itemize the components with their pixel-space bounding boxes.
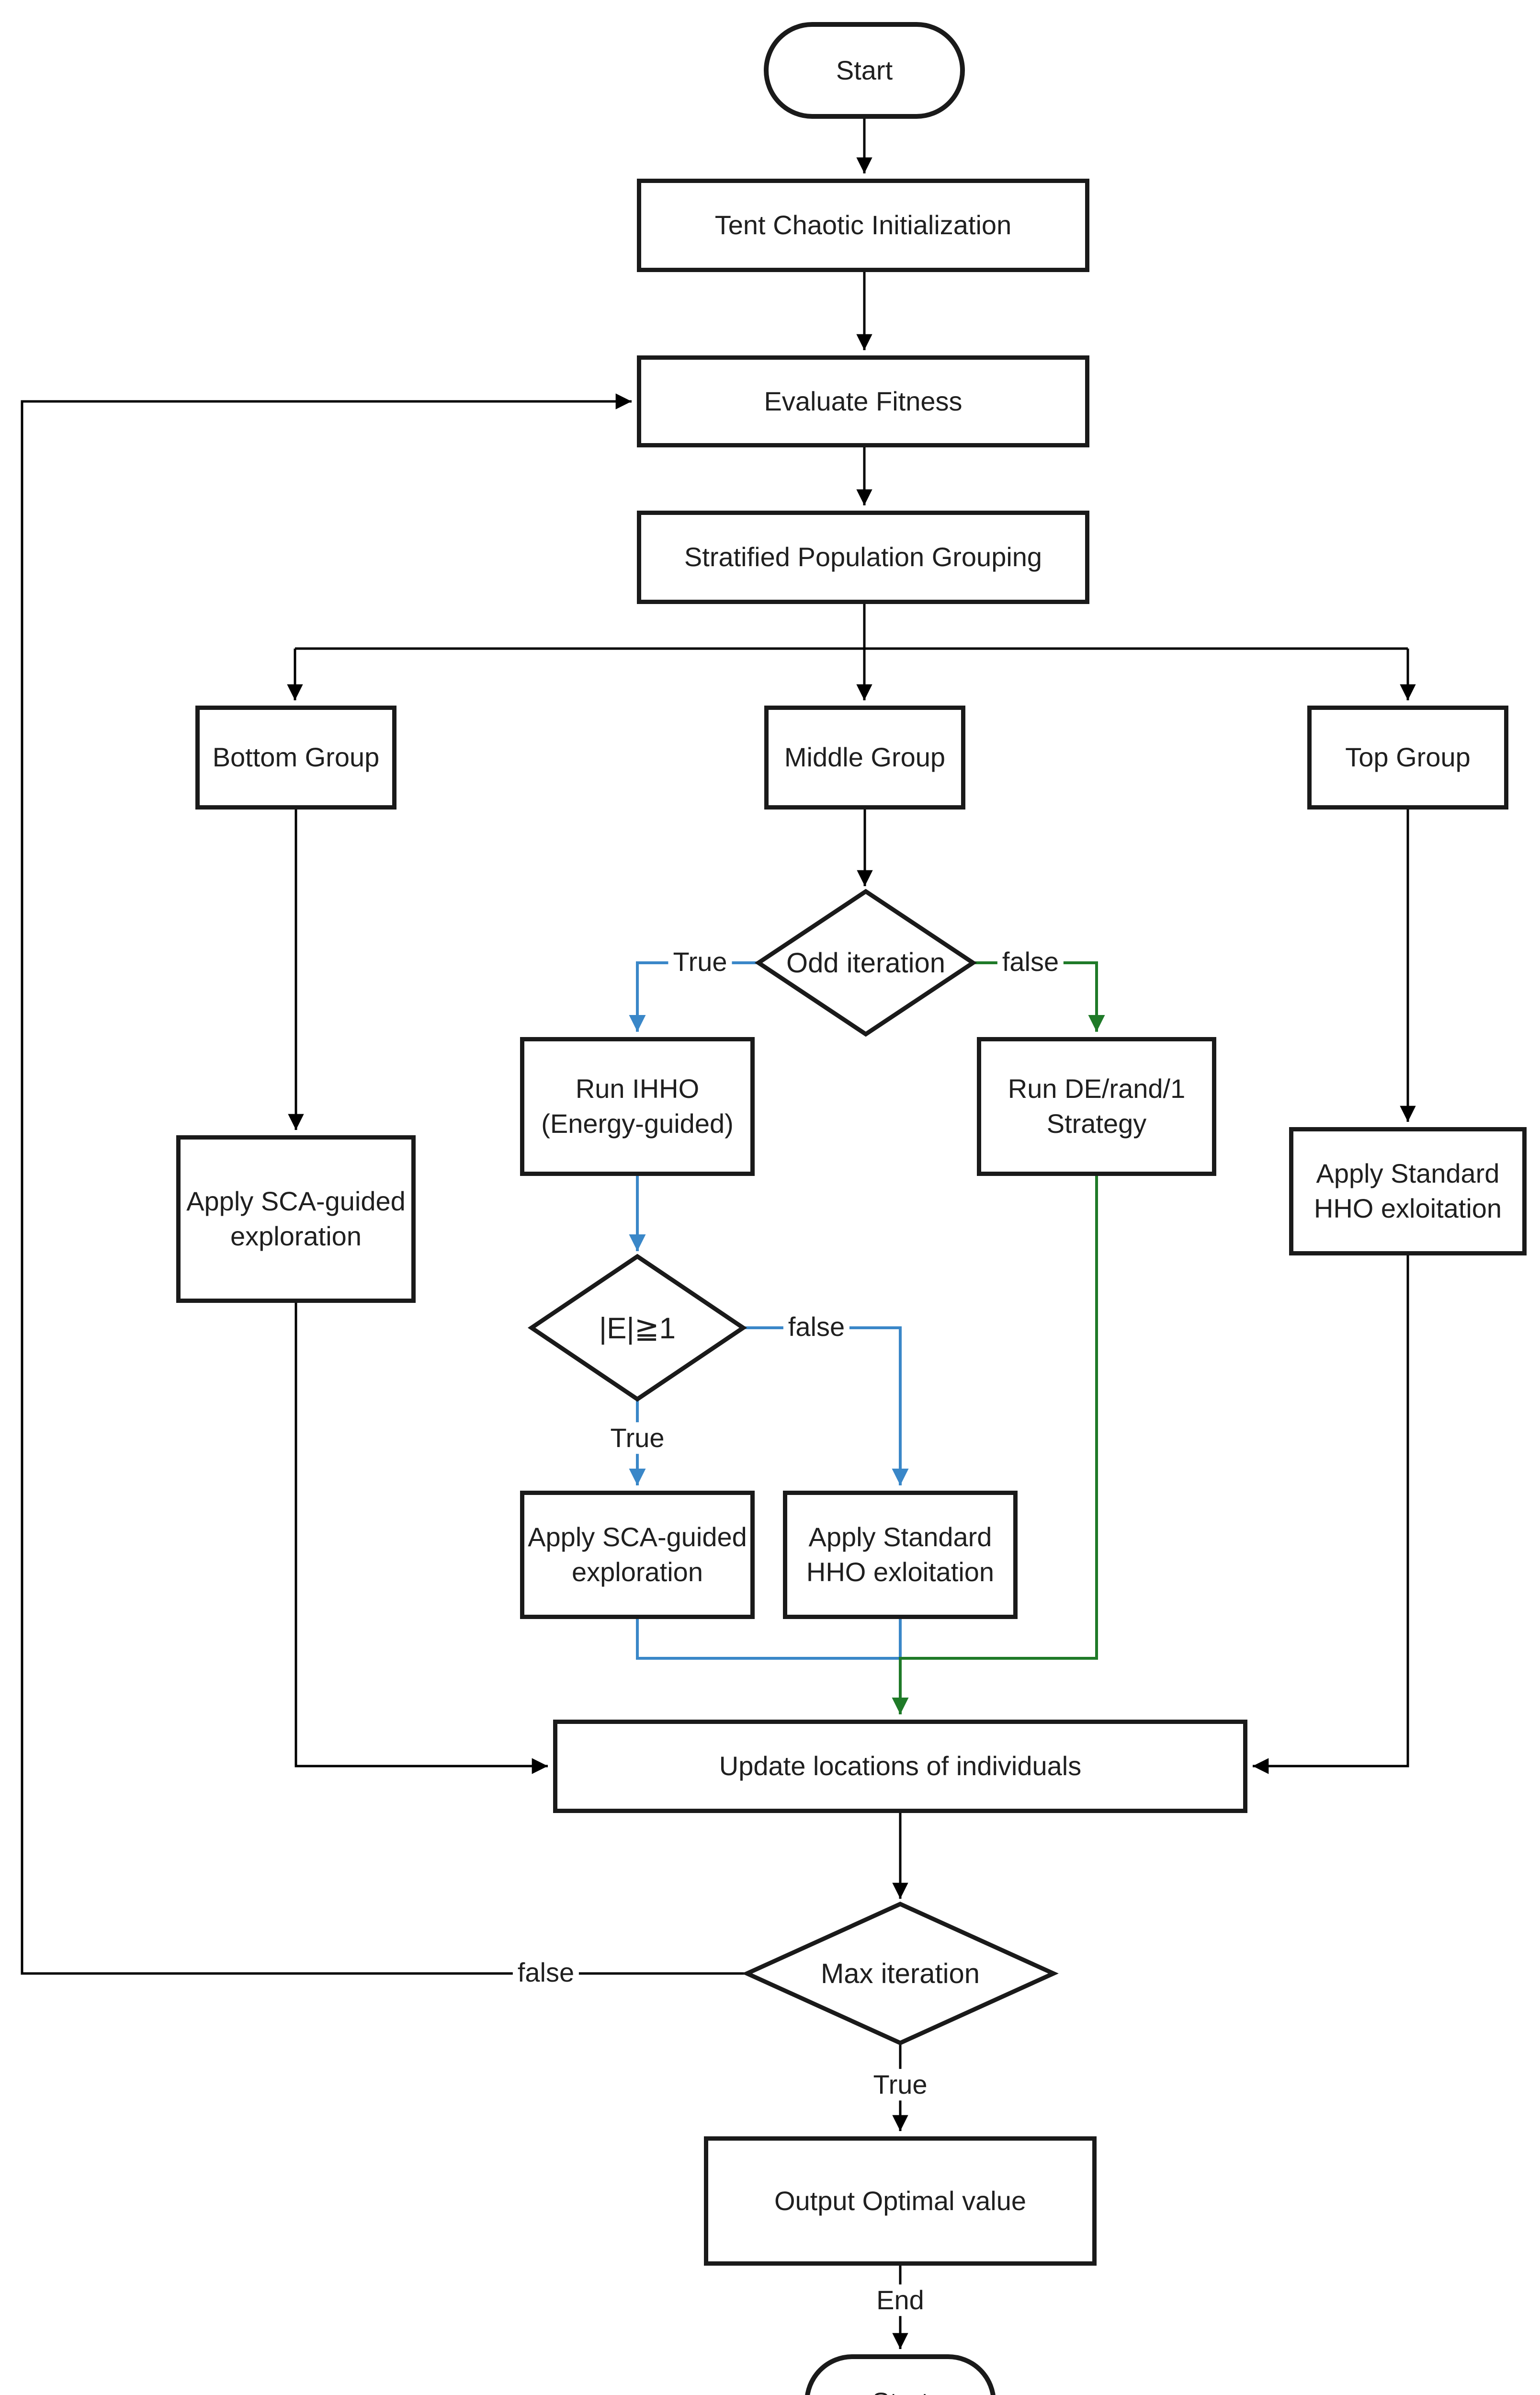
black-edges-group xyxy=(21,119,1416,2349)
edge-de-merge-to-update xyxy=(892,1176,1098,1714)
node-apply-sca-mid: Apply SCA-guided exploration xyxy=(520,1491,755,1619)
edge-label-end: End xyxy=(872,2284,929,2316)
energy-check-diamond xyxy=(527,1254,747,1402)
odd-iteration-diamond xyxy=(754,889,977,1037)
node-evaluate-fitness: Evaluate Fitness xyxy=(637,355,1089,447)
node-max-iteration-label: Max iteration xyxy=(820,1958,980,1989)
node-run-ihho: Run IHHO (Energy-guided) xyxy=(520,1037,755,1176)
node-update-locations: Update locations of individuals xyxy=(553,1720,1247,1813)
node-odd-iteration-label: Odd iteration xyxy=(786,947,946,979)
edge-sca-bottom-to-update xyxy=(294,1303,548,1774)
edge-max-false-loop-to-evaluate xyxy=(21,393,747,1975)
edge-label-energy-false: false xyxy=(783,1311,850,1343)
diamonds-group xyxy=(527,889,1059,2045)
node-start-terminal: Start xyxy=(764,22,965,119)
node-apply-hho-top: Apply Standard HHO exloitation xyxy=(1289,1127,1527,1255)
node-top-group: Top Group xyxy=(1307,706,1508,810)
node-bottom-group: Bottom Group xyxy=(195,706,396,810)
node-energy-check-label: |E|≧1 xyxy=(599,1312,676,1345)
edge-label-odd-false: false xyxy=(997,946,1064,978)
edge-label-max-true: True xyxy=(868,2069,932,2100)
edge-sca-mid-merge xyxy=(636,1619,900,1660)
node-stratified-population-grouping: Stratified Population Grouping xyxy=(637,511,1089,604)
node-tent-chaotic-initialization: Tent Chaotic Initialization xyxy=(637,179,1089,272)
node-apply-sca-bottom: Apply SCA-guided exploration xyxy=(176,1135,416,1303)
node-apply-hho-mid: Apply Standard HHO exloitation xyxy=(783,1491,1018,1619)
edge-label-odd-true: True xyxy=(668,946,732,978)
node-end-terminal: Start xyxy=(804,2354,996,2395)
edge-label-energy-true: True xyxy=(605,1422,669,1454)
edge-label-max-false: false xyxy=(512,1957,579,1988)
node-middle-group: Middle Group xyxy=(764,706,965,810)
edge-hho-top-to-update xyxy=(1253,1255,1409,1774)
edge-energy-false-to-hho-mid xyxy=(743,1326,909,1485)
node-run-de-rand-1: Run DE/rand/1 Strategy xyxy=(977,1037,1216,1176)
node-output-optimal-value: Output Optimal value xyxy=(704,2136,1097,2266)
max-iteration-diamond xyxy=(742,1902,1059,2045)
